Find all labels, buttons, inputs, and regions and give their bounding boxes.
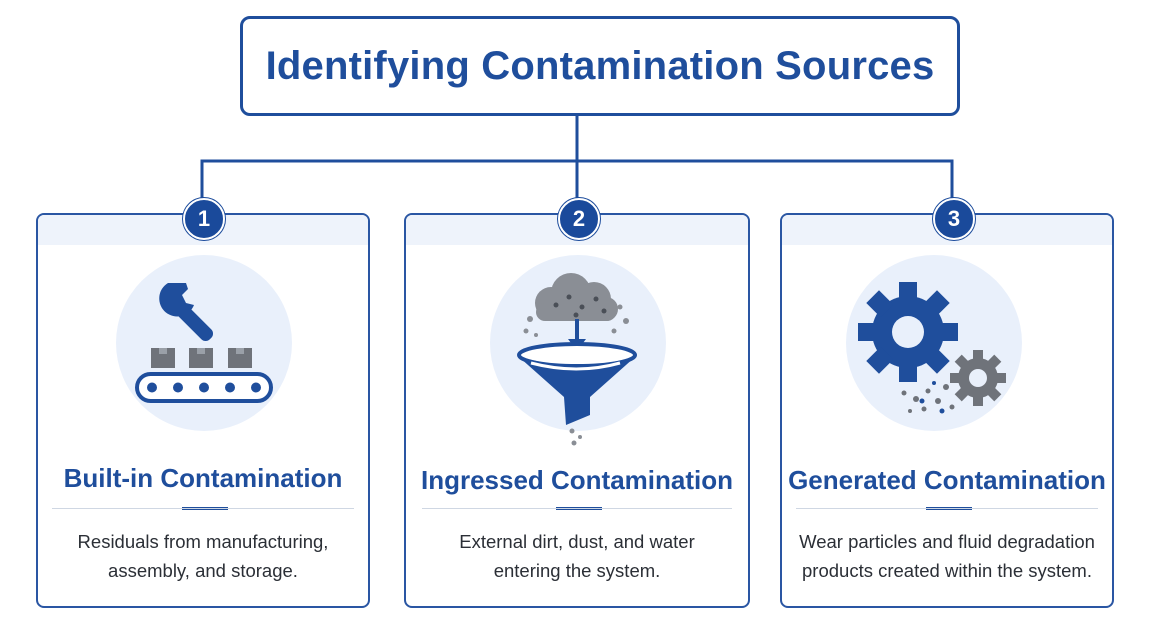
card-title: Generated Contamination xyxy=(788,465,1106,495)
wrench-conveyor-icon xyxy=(135,283,273,403)
card-title: Built-in Contamination xyxy=(63,463,343,493)
card-title: Ingressed Contamination xyxy=(420,465,734,495)
badge-number-1: 1 xyxy=(183,198,225,240)
gears-particles-icon xyxy=(858,282,1006,414)
card-ingressed: Ingressed Contamination External dirt, d… xyxy=(404,213,750,608)
card-description: External dirt, dust, and water entering … xyxy=(459,531,695,581)
title-box: Identifying Contamination Sources xyxy=(240,16,960,116)
card-generated: Generated Contamination Wear particles a… xyxy=(780,213,1114,608)
badge-number-3: 3 xyxy=(933,198,975,240)
dust-funnel-icon xyxy=(517,273,637,446)
card-built-in: Built-in Contamination Residuals from ma… xyxy=(36,213,370,608)
page-title: Identifying Contamination Sources xyxy=(265,43,935,88)
card-description: Wear particles and fluid degradation pro… xyxy=(799,531,1095,581)
card-description: Residuals from manufacturing, assembly, … xyxy=(77,531,329,581)
badge-number-2: 2 xyxy=(558,198,600,240)
